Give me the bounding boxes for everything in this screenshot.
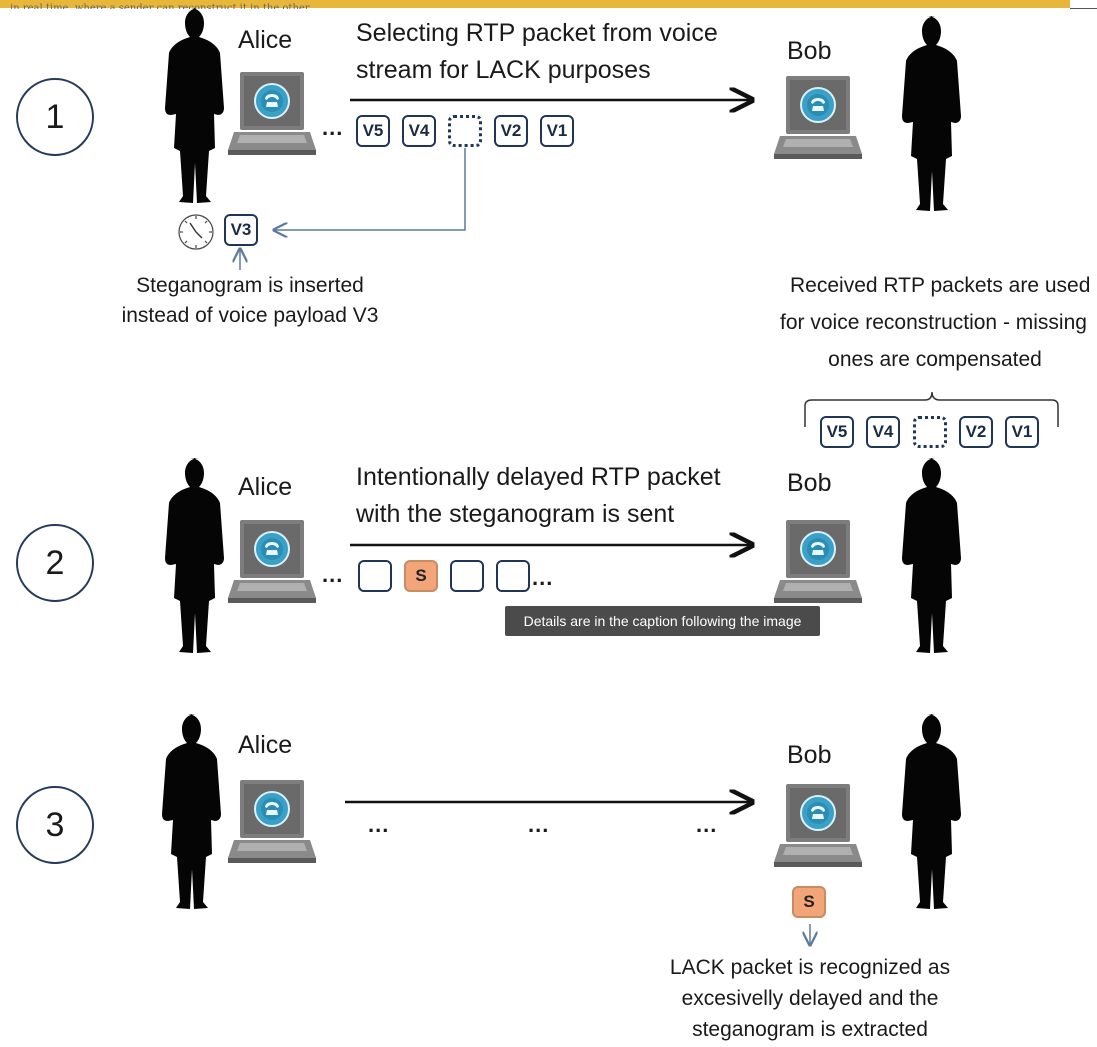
stage3-caption-line3: steganogram is extracted bbox=[692, 1018, 928, 1041]
bob-person-icon-1 bbox=[892, 14, 962, 214]
stage2-packet bbox=[450, 560, 484, 592]
stage3-ellipsis: ... bbox=[368, 812, 390, 837]
stage1-title-line2: stream for LACK purposes bbox=[356, 56, 651, 84]
packet-v5: V5 bbox=[356, 115, 390, 147]
alice-laptop-icon bbox=[226, 70, 318, 160]
bob-person-icon-2 bbox=[892, 456, 962, 656]
packet-v3-removed bbox=[448, 115, 482, 147]
stage2-ellipsis-leading: ... bbox=[322, 562, 344, 587]
bob-laptop-icon-3 bbox=[772, 782, 864, 872]
received-packet-missing bbox=[913, 416, 947, 448]
stage2-title-line1: Intentionally delayed RTP packet bbox=[356, 463, 721, 491]
step-number-2: 2 bbox=[16, 524, 94, 602]
accent-bar bbox=[0, 0, 1070, 8]
stage3-caption-line1: LACK packet is recognized as bbox=[669, 956, 951, 979]
step-number-3: 3 bbox=[16, 786, 94, 864]
alice-person-icon bbox=[155, 6, 225, 206]
image-caption-tooltip: Details are in the caption following the… bbox=[505, 606, 820, 636]
received-packet-v2: V2 bbox=[959, 416, 993, 448]
stage3-ellipsis: ... bbox=[528, 812, 550, 837]
clipped-header-text: in real time, where a sender can reconst… bbox=[10, 3, 319, 9]
packet-v2: V2 bbox=[494, 115, 528, 147]
stage1-ellipsis: ... bbox=[322, 115, 344, 140]
alice-label-2: Alice bbox=[238, 473, 293, 501]
received-packet-v5: V5 bbox=[820, 416, 854, 448]
stage1-extract-path bbox=[274, 148, 466, 230]
bob-label-1: Bob bbox=[787, 37, 832, 65]
packet-v1: V1 bbox=[540, 115, 574, 147]
alice-label-3: Alice bbox=[238, 731, 293, 759]
stage2-packet bbox=[358, 560, 392, 592]
receiver-caption-line3: ones are compensated bbox=[828, 348, 1042, 371]
bob-label-2: Bob bbox=[787, 469, 832, 497]
alice-laptop-icon-2 bbox=[226, 518, 318, 608]
alice-laptop-icon-3 bbox=[226, 778, 318, 868]
receiver-caption-line1: Received RTP packets are used bbox=[790, 274, 1091, 297]
clock-icon bbox=[176, 212, 216, 252]
bob-laptop-icon-2 bbox=[772, 518, 864, 608]
stage1-insert-caption-line2: instead of voice payload V3 bbox=[121, 304, 379, 327]
stage3-ellipsis: ... bbox=[696, 812, 718, 837]
packet-v4: V4 bbox=[402, 115, 436, 147]
step-number-1: 1 bbox=[16, 78, 94, 156]
steg-packet: S bbox=[404, 560, 438, 592]
alice-person-icon-2 bbox=[155, 456, 225, 656]
receiver-caption-line2: for voice reconstruction - missing bbox=[780, 311, 1087, 334]
divider bbox=[1070, 8, 1097, 9]
stage1-insert-caption-line1: Steganogram is inserted bbox=[136, 274, 364, 297]
received-packet-v1: V1 bbox=[1005, 416, 1039, 448]
stage3-caption-line2: excesivelly delayed and the bbox=[681, 987, 939, 1010]
extracted-steg-packet: S bbox=[792, 886, 826, 918]
bob-laptop-icon-1 bbox=[772, 74, 864, 164]
bob-label-3: Bob bbox=[787, 741, 832, 769]
stage2-title-line2: with the steganogram is sent bbox=[356, 500, 675, 528]
packet-v3-selected: V3 bbox=[224, 214, 258, 246]
stage1-title-line1: Selecting RTP packet from voice bbox=[356, 19, 718, 47]
stage2-ellipsis-trailing: ... bbox=[532, 565, 554, 590]
alice-label: Alice bbox=[238, 26, 293, 54]
received-packet-v4: V4 bbox=[866, 416, 900, 448]
bob-person-icon-3 bbox=[892, 712, 962, 912]
alice-person-icon-3 bbox=[152, 712, 222, 912]
stage2-packet bbox=[496, 560, 530, 592]
